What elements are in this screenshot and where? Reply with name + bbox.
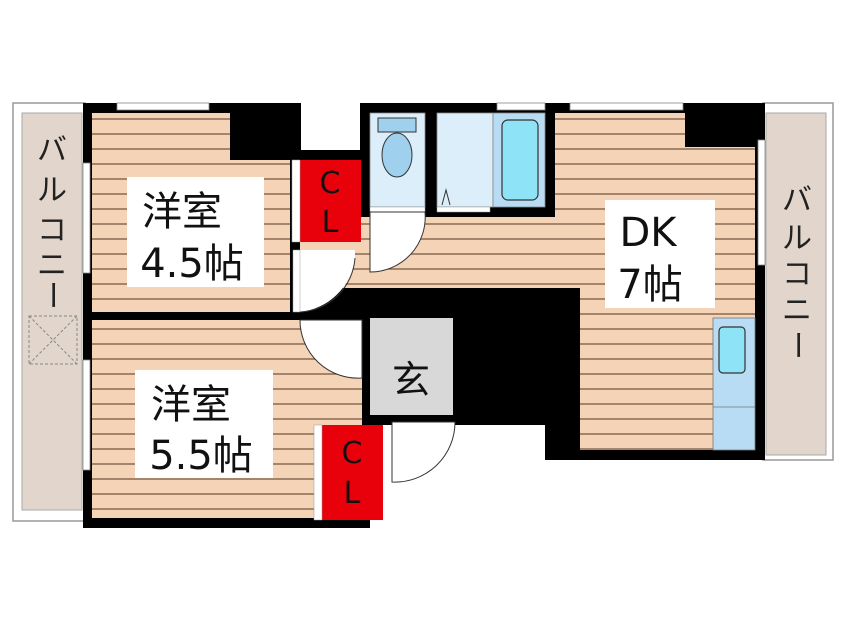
- balcony-right-char: バ: [782, 183, 812, 218]
- windows: [82, 102, 766, 471]
- balcony-right-char: ニ: [782, 293, 812, 328]
- sink-icon: [718, 326, 746, 374]
- doors: [292, 211, 456, 483]
- room-name: DK: [619, 210, 678, 256]
- door-marker-icon: [441, 188, 451, 206]
- kitchen-counter: [712, 317, 756, 451]
- balcony-left-char: ニ: [37, 248, 67, 283]
- western-room-1-label: 洋室 4.5帖: [127, 177, 264, 287]
- bathtub-icon: [501, 119, 539, 201]
- balcony-right-char: ー: [779, 330, 814, 360]
- hatch-icon: [28, 315, 78, 365]
- balcony-left-char: ー: [34, 280, 69, 310]
- room-name: 洋室: [142, 189, 222, 235]
- balcony-left: バ ル コ ニ ー: [12, 102, 86, 522]
- balcony-left-char: ル: [37, 173, 67, 208]
- entrance: [370, 318, 453, 415]
- balcony-right: バ ル コ ニ ー: [762, 102, 834, 461]
- closet-1-label-l: L: [322, 205, 339, 240]
- room-size: 5.5帖: [149, 433, 253, 479]
- closet-1-label-c: C: [320, 166, 341, 201]
- closet-2-label-l: L: [344, 476, 361, 511]
- pillar: [230, 103, 300, 160]
- closet-1[interactable]: C L: [291, 159, 361, 243]
- entrance-label: 玄: [392, 358, 430, 402]
- toilet-icon: [377, 117, 417, 178]
- balcony-right-char: コ: [782, 257, 812, 292]
- balcony-left-char: バ: [37, 133, 67, 168]
- closet-2[interactable]: C L: [313, 424, 383, 521]
- balcony-left-char: コ: [37, 213, 67, 248]
- room-name: 洋室: [151, 382, 231, 428]
- pillar: [685, 103, 763, 147]
- room-size: 4.5帖: [140, 241, 244, 287]
- balcony-right-char: ル: [782, 221, 812, 256]
- room-size: 7帖: [617, 262, 682, 308]
- western-room-2-label: 洋室 5.5帖: [135, 370, 273, 479]
- closet-2-label-c: C: [342, 436, 363, 471]
- dk-label: DK 7帖: [605, 200, 715, 308]
